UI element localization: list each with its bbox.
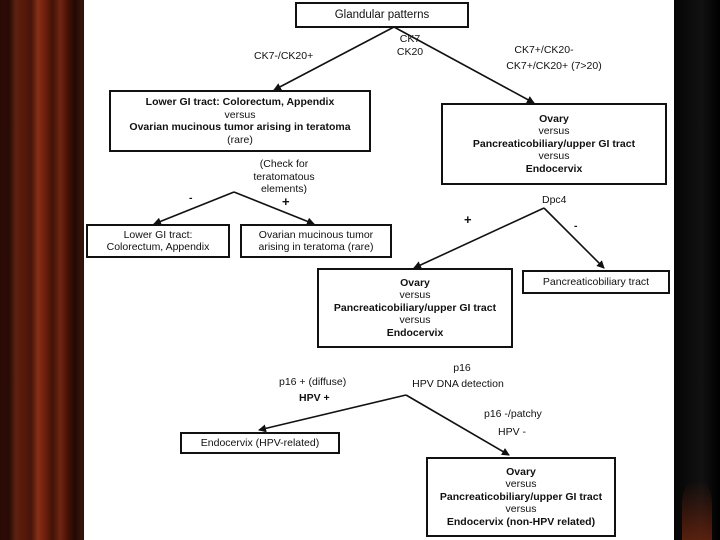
label-minus-left: - xyxy=(189,192,193,204)
arrow-p16-patchy xyxy=(405,394,510,456)
label-ck7: CK7 CK20 xyxy=(397,33,423,58)
label-hpv-positive: HPV + xyxy=(299,392,330,404)
label-hpv-dna-detection: HPV DNA detection xyxy=(412,378,504,390)
arrow-teratoma-check-plus xyxy=(233,191,315,226)
label-minus-mid: - xyxy=(574,220,578,232)
box-teratoma-result: Ovarian mucinous tumor arising in terato… xyxy=(240,224,392,258)
box-endocervix-hpv-related: Endocervix (HPV-related) xyxy=(180,432,340,454)
box-glandular-patterns: Glandular patterns xyxy=(295,2,469,28)
box-ovary-vs-pancreatic-top: Ovary versus Pancreaticobiliary/upper GI… xyxy=(441,103,667,185)
arrow-dpc4-minus xyxy=(543,207,605,269)
arrow-root-to-lower-gi xyxy=(273,26,395,91)
label-ck7pos-ck20neg: CK7+/CK20- xyxy=(514,44,574,56)
label-ck20-line2: CK20 xyxy=(396,45,424,58)
label-p16-patchy: p16 -/patchy xyxy=(484,408,542,420)
flowchart-slide: Glandular patterns CK7 CK20 CK7-/CK20+ C… xyxy=(84,0,674,540)
arrow-root-to-ovary-top xyxy=(393,26,535,104)
label-p16: p16 xyxy=(453,362,471,374)
box-pancreaticobiliary-result: Pancreaticobiliary tract xyxy=(522,270,670,294)
label-check-teratomatous: (Check for teratomatous elements) xyxy=(253,158,315,195)
box-ovary-vs-pancreatic-mid: Ovary versus Pancreaticobiliary/upper GI… xyxy=(317,268,513,348)
label-ck7neg-ck20pos: CK7-/CK20+ xyxy=(254,50,314,62)
label-p16-diffuse: p16 + (diffuse) xyxy=(279,376,347,388)
arrow-dpc4-plus xyxy=(413,207,545,269)
curtain-right xyxy=(674,0,720,540)
curtain-left xyxy=(0,0,84,540)
box-lower-gi-vs-teratoma: Lower GI tract: Colorectum, Appendix ver… xyxy=(109,90,371,152)
arrow-teratoma-check-minus xyxy=(153,191,235,226)
label-ck7-line1: CK7 xyxy=(399,33,421,45)
label-ck7pos-ck20pos: CK7+/CK20+ (7>20) xyxy=(506,60,602,72)
connector-lines xyxy=(153,26,605,456)
arrow-p16-diffuse xyxy=(258,394,407,433)
box-ovary-vs-pancreatic-bottom: Ovary versus Pancreaticobiliary/upper GI… xyxy=(426,457,616,537)
label-plus-mid: + xyxy=(464,212,472,227)
label-plus-left: + xyxy=(282,194,290,209)
label-dpc4: Dpc4 xyxy=(542,194,567,206)
box-lower-gi-result: Lower GI tract: Colorectum, Appendix xyxy=(86,224,230,258)
label-hpv-negative: HPV - xyxy=(498,426,527,438)
